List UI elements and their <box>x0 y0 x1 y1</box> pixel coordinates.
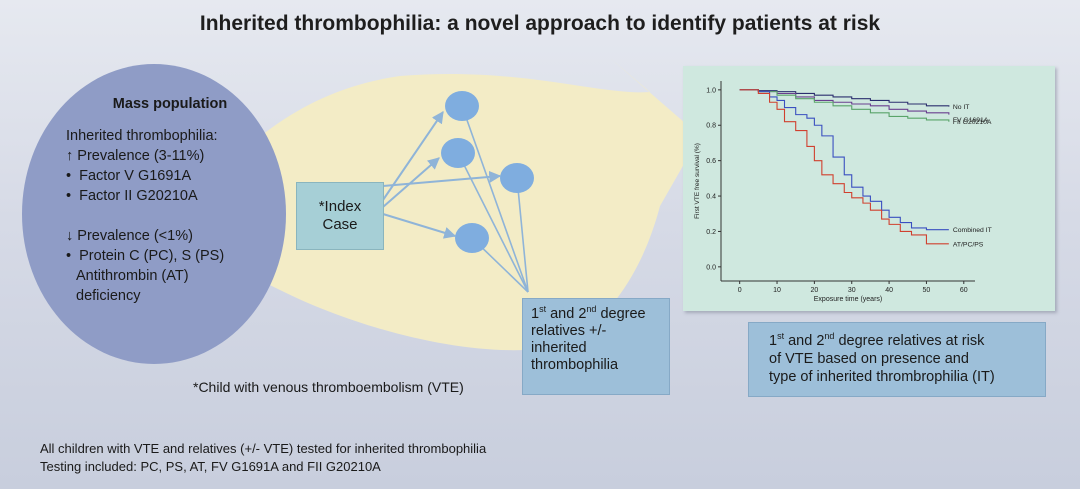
and-text: and 2 <box>784 333 825 349</box>
series-label: FII G20210A <box>953 119 992 126</box>
y-axis-label: First VTE free survival (%) <box>694 143 701 219</box>
degree-text: degree relatives at risk <box>834 333 985 349</box>
risk-line1: 1st and 2nd degree relatives at risk <box>769 332 1035 350</box>
high-prevalence-row: ↑ Prevalence (3-11%) <box>66 146 286 166</box>
y-tick-label: 1.0 <box>706 87 716 94</box>
x-tick-label: 60 <box>960 287 968 294</box>
series-line <box>739 89 950 122</box>
ordinal-suffix: st <box>539 304 547 314</box>
low-prevalence-row: ↓ Prevalence (<1%) <box>66 226 286 246</box>
relationship-arrow <box>382 213 457 239</box>
relatives-box: 1st and 2nd degree relatives +/- inherit… <box>522 298 670 395</box>
y-tick-label: 0.0 <box>706 264 716 271</box>
mass-population-heading: Mass population <box>112 96 228 112</box>
footer-notes: All children with VTE and relatives (+/-… <box>40 440 486 476</box>
up-arrow-icon: ↑ <box>66 148 74 164</box>
bullet-text: Protein C (PC), S (PS) <box>79 248 225 264</box>
bullet-factor-ii: • Factor II G20210A <box>66 188 198 204</box>
x-tick-label: 0 <box>738 287 742 294</box>
series-label: Combined IT <box>953 227 992 234</box>
bullet-factor-v: • Factor V G1691A <box>66 168 192 184</box>
series-line <box>739 89 949 231</box>
index-case-line2: Case <box>322 216 358 233</box>
bullet-protein: • Protein C (PC), S (PS) <box>66 248 225 264</box>
family-member-node <box>445 91 479 121</box>
family-member-node <box>500 163 534 193</box>
risk-line2: of VTE based on presence and <box>769 351 969 367</box>
ordinal-suffix: nd <box>586 304 597 314</box>
relative-connector <box>461 105 529 293</box>
index-case-box: *Index Case <box>296 182 384 250</box>
x-tick-label: 40 <box>885 287 893 294</box>
degree-text: degree <box>596 306 646 322</box>
series-line <box>739 89 949 245</box>
index-case-line1: *Index <box>318 198 362 215</box>
ordinal-1: 1 <box>531 306 540 322</box>
down-arrow-icon: ↓ <box>66 228 74 244</box>
series-label: AT/PC/PS <box>953 241 984 248</box>
index-case-footnote: *Child with venous thromboembolism (VTE) <box>193 379 464 395</box>
x-axis-label: Exposure time (years) <box>814 296 882 303</box>
relatives-line3: inherited <box>531 340 587 356</box>
leaf-arrow-shape <box>178 58 700 351</box>
series-label: No IT <box>953 104 970 111</box>
series-label: FV G1691A <box>953 117 989 124</box>
family-member-node <box>455 223 489 253</box>
y-tick-label: 0.2 <box>706 229 716 236</box>
and-text: and 2 <box>546 306 587 322</box>
low-prevalence-label: Prevalence (<1%) <box>77 228 193 244</box>
risk-caption-box: 1st and 2nd degree relatives at risk of … <box>748 322 1046 397</box>
ordinal-suffix: st <box>777 331 785 341</box>
x-tick-label: 50 <box>923 287 931 294</box>
relationship-arrow <box>382 157 440 208</box>
mass-population-oval <box>22 64 286 364</box>
bullet-text: Factor V G1691A <box>79 168 192 184</box>
mass-population-text: Mass population Inherited thrombophilia:… <box>66 94 286 306</box>
relationship-lines <box>382 105 529 293</box>
survival-chart: 0.0 0.2 0.4 0.6 0.8 1.0 0 10 20 30 40 50 60Exposure … <box>694 81 992 303</box>
relatives-line2: relatives +/- <box>531 323 607 339</box>
relative-connector <box>516 177 529 293</box>
y-tick-label: 0.8 <box>706 123 716 130</box>
relatives-line4: thrombophilia <box>531 357 619 373</box>
relative-connector <box>457 152 529 293</box>
footer-line1: All children with VTE and relatives (+/-… <box>40 441 487 456</box>
ordinal-1: 1 <box>769 333 778 349</box>
ordinal-suffix: nd <box>824 331 835 341</box>
y-tick-label: 0.6 <box>706 158 716 165</box>
relationship-arrow <box>382 170 502 187</box>
y-tick-label: 0.4 <box>706 194 716 201</box>
deficiency-line: deficiency <box>76 288 141 304</box>
x-tick-label: 20 <box>810 287 818 294</box>
page-title: Inherited thrombophilia: a novel approac… <box>199 12 881 35</box>
footer-line2: Testing included: PC, PS, AT, FV G1691A … <box>40 459 381 474</box>
inherited-thrombophilia-label: Inherited thrombophilia: <box>66 128 218 144</box>
series-line <box>739 89 950 107</box>
x-tick-label: 10 <box>773 287 781 294</box>
antithrombin-line: Antithrombin (AT) <box>76 268 189 284</box>
x-tick-label: 30 <box>848 287 856 294</box>
family-nodes <box>441 91 534 253</box>
bullet-text: Factor II G20210A <box>79 188 198 204</box>
family-member-node <box>441 138 475 168</box>
high-prevalence-label: Prevalence (3-11%) <box>77 148 205 164</box>
relatives-line1: 1st and 2nd degree <box>531 304 663 323</box>
risk-line3: type of inherited thrombrophilia (IT) <box>769 369 995 385</box>
